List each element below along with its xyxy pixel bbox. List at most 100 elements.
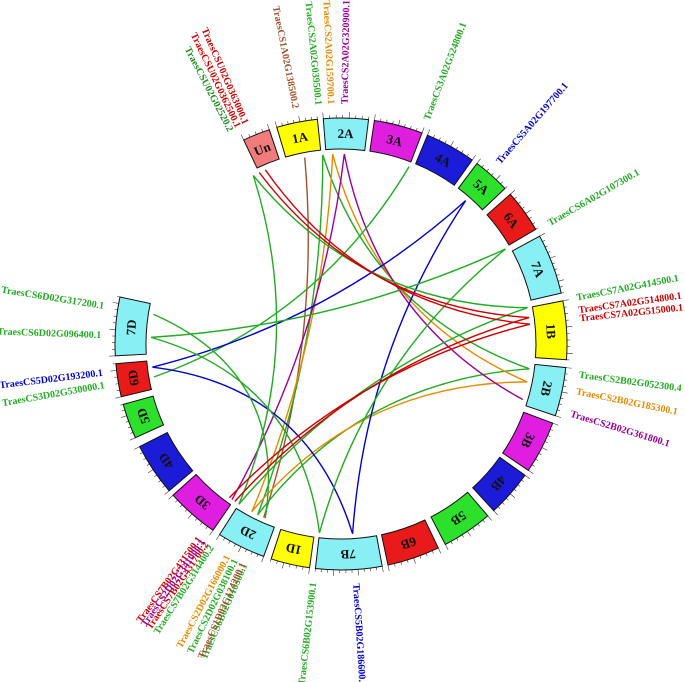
chromosome-1b [531, 300, 568, 361]
chromosome-2b [525, 363, 567, 417]
tick-mark [129, 437, 136, 441]
chromosome-6b [380, 519, 439, 566]
synteny-link [251, 154, 334, 513]
gene-label: TraesCS6D02G317200.1 [0, 285, 104, 312]
chromosome-label: 1A [291, 129, 310, 147]
tick-mark [413, 557, 416, 564]
chromosome-label: 2D [237, 523, 258, 543]
tick-mark [467, 531, 471, 537]
tick-mark [187, 513, 193, 519]
tick-mark [466, 153, 469, 157]
chromosome-4b [472, 456, 526, 512]
synteny-link [228, 323, 531, 499]
chromosome-3b [501, 411, 554, 472]
synteny-links [150, 153, 531, 534]
tick-mark [427, 129, 431, 136]
tick-mark [216, 534, 220, 540]
chromosome-label: 2B [538, 380, 556, 398]
chromosome-3d [172, 473, 232, 531]
tick-mark [541, 447, 548, 451]
tick-mark [445, 544, 449, 550]
tick-mark [431, 550, 434, 554]
chromosome-7a [511, 235, 562, 301]
chromosome-label: 6D [125, 369, 142, 387]
synteny-link [150, 336, 321, 533]
gene-label: TraesCS1A02G138500.2 [270, 5, 301, 109]
tick-mark [134, 446, 140, 450]
synteny-link [351, 200, 467, 534]
chromosome-label: Un [252, 138, 274, 158]
tick-mark [387, 564, 390, 571]
tick-mark [281, 122, 283, 126]
tick-mark [562, 299, 569, 302]
tick-mark [274, 121, 278, 128]
tick-mark [281, 562, 285, 569]
synteny-link [252, 175, 528, 309]
chromosome-4d [138, 431, 194, 492]
synteny-link [234, 316, 530, 502]
chromosome-label: 4D [155, 450, 176, 472]
gene-label: TraesCS5B02G186600.1 [350, 583, 367, 682]
tick-mark [510, 190, 515, 195]
synteny-link [264, 169, 531, 325]
tick-mark [495, 175, 501, 180]
chromosome-label: 6B [399, 534, 418, 553]
gene-label: TraesCS2A02G320900.1 [340, 0, 353, 104]
tick-mark [421, 127, 425, 134]
synteny-link [231, 153, 346, 500]
tick-mark [110, 370, 117, 372]
chromosome-3a [369, 119, 423, 163]
tick-mark [240, 134, 244, 141]
tick-mark [565, 367, 572, 369]
tick-mark [287, 121, 289, 125]
tick-mark [209, 530, 214, 536]
chromosome-label: 1D [284, 540, 303, 558]
tick-mark [248, 134, 251, 138]
tick-mark [238, 546, 242, 553]
chromosome-label: 3B [518, 430, 538, 451]
chromosome-4a [414, 134, 473, 186]
tick-mark [487, 515, 492, 521]
tick-mark [471, 154, 476, 161]
gene-label: TraesCS2A02G159700.1 [320, 0, 336, 104]
chromosome-5b [430, 491, 489, 546]
tick-mark [525, 209, 531, 214]
tick-mark [561, 391, 568, 394]
tick-mark [381, 566, 384, 573]
tick-mark [501, 502, 505, 505]
tick-mark [497, 506, 501, 509]
tick-mark [293, 119, 295, 124]
tick-mark [518, 201, 521, 204]
tick-mark [164, 490, 170, 495]
synteny-link [257, 154, 324, 516]
tick-mark [179, 504, 183, 508]
synteny-link [238, 307, 528, 505]
chromosome-2d [218, 507, 275, 558]
tick-mark [112, 302, 119, 304]
gene-label: TraesCS6A02G107300.1 [546, 167, 642, 229]
gene-label: TraesCS6B02G153900.1 [297, 582, 320, 682]
tick-mark [517, 484, 521, 487]
synteny-link [152, 366, 354, 534]
synteny-link [251, 381, 528, 513]
tick-mark [398, 119, 401, 126]
chromosome-7d [114, 296, 151, 357]
chromosome-label: 5D [133, 406, 153, 426]
tick-mark [550, 429, 554, 431]
gene-label: TraesCS2A02G039500.1 [303, 1, 324, 106]
gene-label: TraesCS3A02G524800.1 [422, 21, 470, 122]
tick-mark [267, 123, 270, 130]
synteny-link [152, 200, 467, 368]
gene-label: TraesCS5A02G197700.1 [494, 81, 571, 167]
tick-mark [506, 497, 509, 501]
tick-mark [115, 396, 122, 399]
tick-mark [298, 115, 301, 122]
tick-mark [528, 470, 534, 474]
tick-mark [552, 422, 559, 426]
chromosome-label: 5B [448, 508, 469, 529]
tick-mark [481, 164, 485, 168]
tick-mark [491, 172, 494, 176]
